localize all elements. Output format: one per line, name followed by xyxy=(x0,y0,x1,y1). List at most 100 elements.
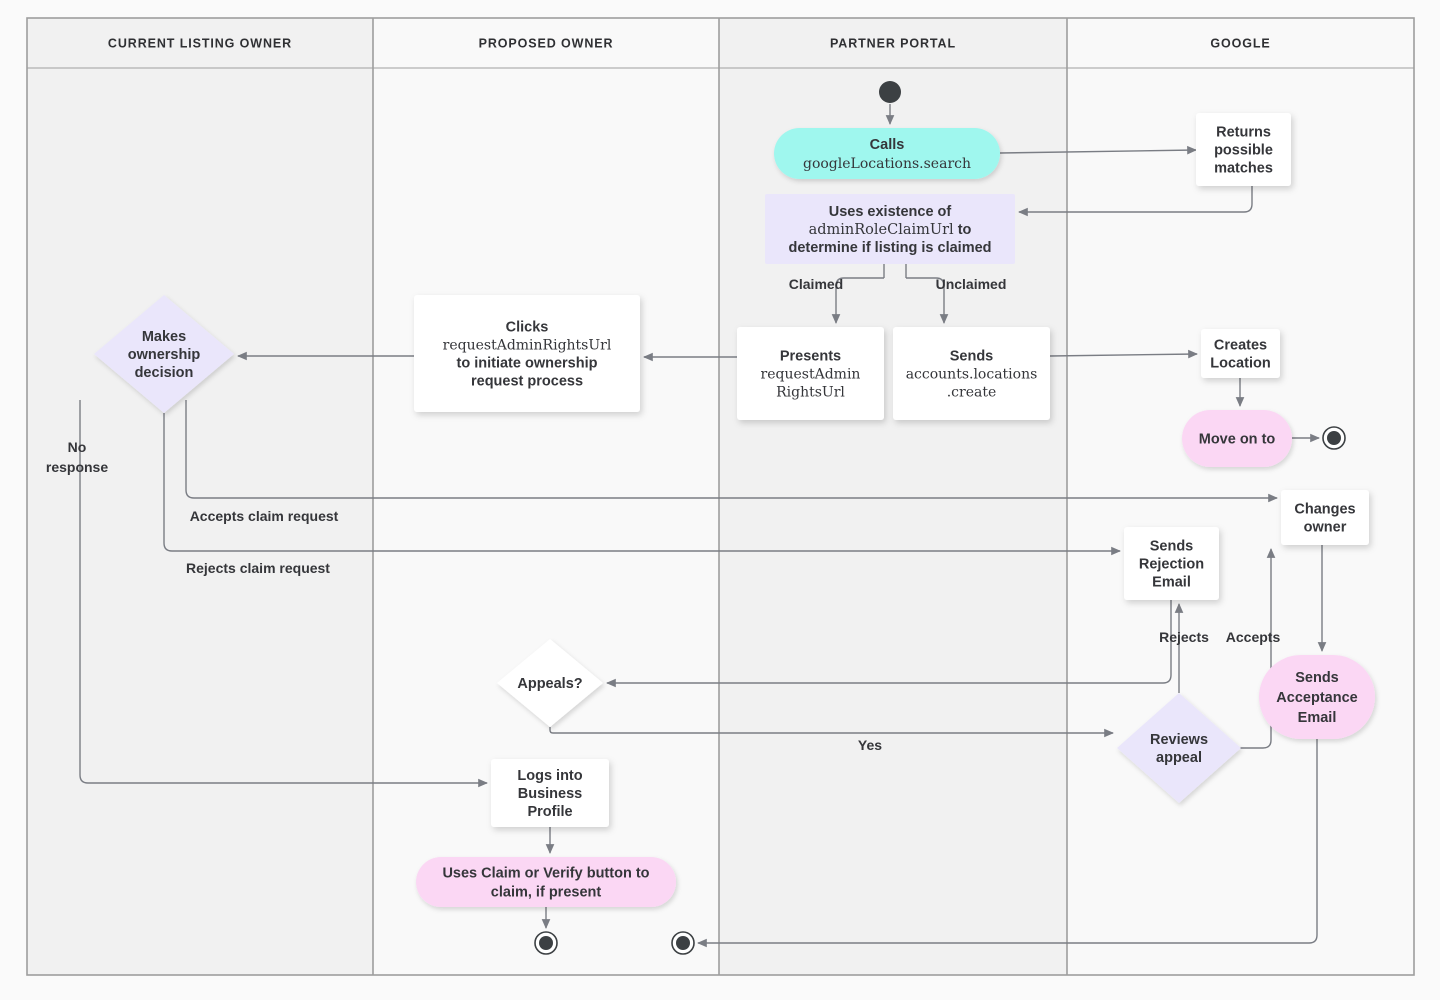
calls-google-locations-search[interactable]: Calls googleLocations.search xyxy=(774,128,1000,179)
node-label-line: Location xyxy=(1210,356,1270,372)
node-label-line: ownership xyxy=(128,347,201,363)
edge-label-yes: Yes xyxy=(858,737,882,753)
node-label-line: claim, if present xyxy=(491,885,602,901)
edge-uses-existence-to-presents xyxy=(831,277,884,324)
edge-label-no-response-line2: response xyxy=(46,459,108,475)
edge-sends-acceptance-to-end-partner xyxy=(697,739,1318,948)
node-label-line: Creates xyxy=(1214,338,1267,354)
node-shape-core xyxy=(539,936,553,950)
node-shape xyxy=(774,128,1000,179)
node-label-line: request process xyxy=(471,374,583,390)
edges-layer xyxy=(79,104,1327,948)
node-label-line: Makes xyxy=(142,329,186,345)
node-label-line: to initiate ownership xyxy=(457,356,598,372)
node-label-line: Profile xyxy=(527,804,572,820)
edge-makes-decision-no-response-to-logs-into xyxy=(79,400,488,788)
node-shape xyxy=(1259,655,1375,739)
edge-label-rejects: Rejects xyxy=(1159,629,1209,645)
lane-title-partner-portal: PARTNER PORTAL xyxy=(830,37,956,51)
edge-reviews-appeal-accepts-to-changes-owner xyxy=(1229,548,1276,749)
edge-calls-to-returns xyxy=(999,145,1197,155)
node-label-line: Changes xyxy=(1294,502,1355,518)
node-label-line: determine if listing is claimed xyxy=(788,240,991,256)
uses-claim-or-verify-button[interactable]: Uses Claim or Verify button to claim, if … xyxy=(416,857,676,907)
node-shape xyxy=(893,327,1050,420)
node-shape-core xyxy=(676,936,690,950)
node-shape xyxy=(737,327,884,420)
node-label-line: Logs into xyxy=(517,768,582,784)
node-label-line: owner xyxy=(1304,520,1347,536)
node-label-line: Acceptance xyxy=(1276,690,1357,706)
node-label-line: Business xyxy=(518,786,582,802)
node-label-line: Presents xyxy=(780,349,841,365)
node-label-line: .create xyxy=(947,385,997,401)
node-label-line: Returns xyxy=(1216,125,1271,141)
changes-owner[interactable]: Changes owner xyxy=(1281,490,1369,545)
node-label-line: adminRoleClaimUrl to xyxy=(809,222,972,238)
end-terminal-partner-portal[interactable] xyxy=(671,931,695,955)
sends-accounts-locations-create[interactable]: Sends accounts.locations .create xyxy=(893,327,1050,420)
end-terminal-google[interactable] xyxy=(1322,426,1346,450)
clicks-request-admin-rights-url[interactable]: Clicks requestAdminRightsUrl to initiate o… xyxy=(414,295,640,412)
edge-makes-decision-accepts-to-changes-owner xyxy=(185,400,1278,503)
edge-sends-create-to-creates-location xyxy=(1049,349,1198,359)
nodes-layer: Calls googleLocations.search Returns possib… xyxy=(94,81,1375,955)
node-label-line: Reviews xyxy=(1150,732,1208,748)
edge-label-no-response-line1: No xyxy=(68,439,87,455)
edge-label-claimed: Claimed xyxy=(789,276,843,292)
node-shape xyxy=(1182,410,1292,467)
node-label-line: Calls xyxy=(870,137,905,153)
node-shape xyxy=(765,194,1015,264)
node-shape xyxy=(94,295,234,413)
lane-title-current-listing-owner: CURRENT LISTING OWNER xyxy=(108,37,292,51)
lane-title-google: GOOGLE xyxy=(1210,37,1270,51)
swimlane-current-listing-owner: CURRENT LISTING OWNER xyxy=(26,17,374,975)
node-label-line: Uses existence of xyxy=(829,204,952,220)
move-on-to[interactable]: Move on to xyxy=(1182,410,1292,467)
edge-label-accepts-claim-request: Accepts claim request xyxy=(190,508,339,524)
uses-existence-of-admin-role-claim-url[interactable]: Uses existence of adminRoleClaimUrl to det… xyxy=(765,194,1015,264)
edge-returns-to-uses-existence xyxy=(1018,186,1253,217)
node-shape xyxy=(491,759,609,827)
node-label-line: Clicks xyxy=(506,320,549,336)
node-label-line: accounts.locations xyxy=(906,367,1038,383)
node-shape xyxy=(1124,527,1219,600)
start-terminal[interactable] xyxy=(879,81,901,103)
edge-uses-existence-to-sends-create xyxy=(906,277,949,324)
node-label-line: Rejection xyxy=(1139,557,1204,573)
node-label-line: requestAdminRightsUrl xyxy=(443,338,612,354)
node-label-line: googleLocations.search xyxy=(803,156,971,172)
node-label-line: appeal xyxy=(1156,750,1202,766)
lane-title-proposed-owner: PROPOSED OWNER xyxy=(479,37,614,51)
node-shape xyxy=(1281,490,1369,545)
node-label-line: decision xyxy=(135,365,194,381)
node-label-line: Sends xyxy=(950,349,994,365)
node-shape-core xyxy=(1327,431,1341,445)
edge-sends-rejection-to-appeals xyxy=(606,600,1172,688)
node-label-line: RightsUrl xyxy=(776,385,845,401)
reviews-appeal[interactable]: Reviews appeal xyxy=(1117,693,1241,803)
node-label-line: Sends xyxy=(1295,670,1339,686)
edge-makes-decision-rejects-to-sends-rejection xyxy=(163,413,1121,556)
node-label-line: Appeals? xyxy=(517,676,582,692)
node-label-line: Email xyxy=(1152,575,1191,591)
node-label-line: Email xyxy=(1298,710,1337,726)
node-shape xyxy=(497,639,603,727)
node-shape xyxy=(879,81,901,103)
node-label-line: Move on to xyxy=(1199,432,1276,448)
end-terminal-proposed-owner[interactable] xyxy=(534,931,558,955)
swimlane-proposed-owner: PROPOSED OWNER xyxy=(372,17,720,975)
makes-ownership-decision[interactable]: Makes ownership decision xyxy=(94,295,234,413)
appeals-decision[interactable]: Appeals? xyxy=(497,639,603,727)
node-label-line: Uses Claim or Verify button to xyxy=(442,866,649,882)
node-label-line: possible xyxy=(1214,143,1273,159)
